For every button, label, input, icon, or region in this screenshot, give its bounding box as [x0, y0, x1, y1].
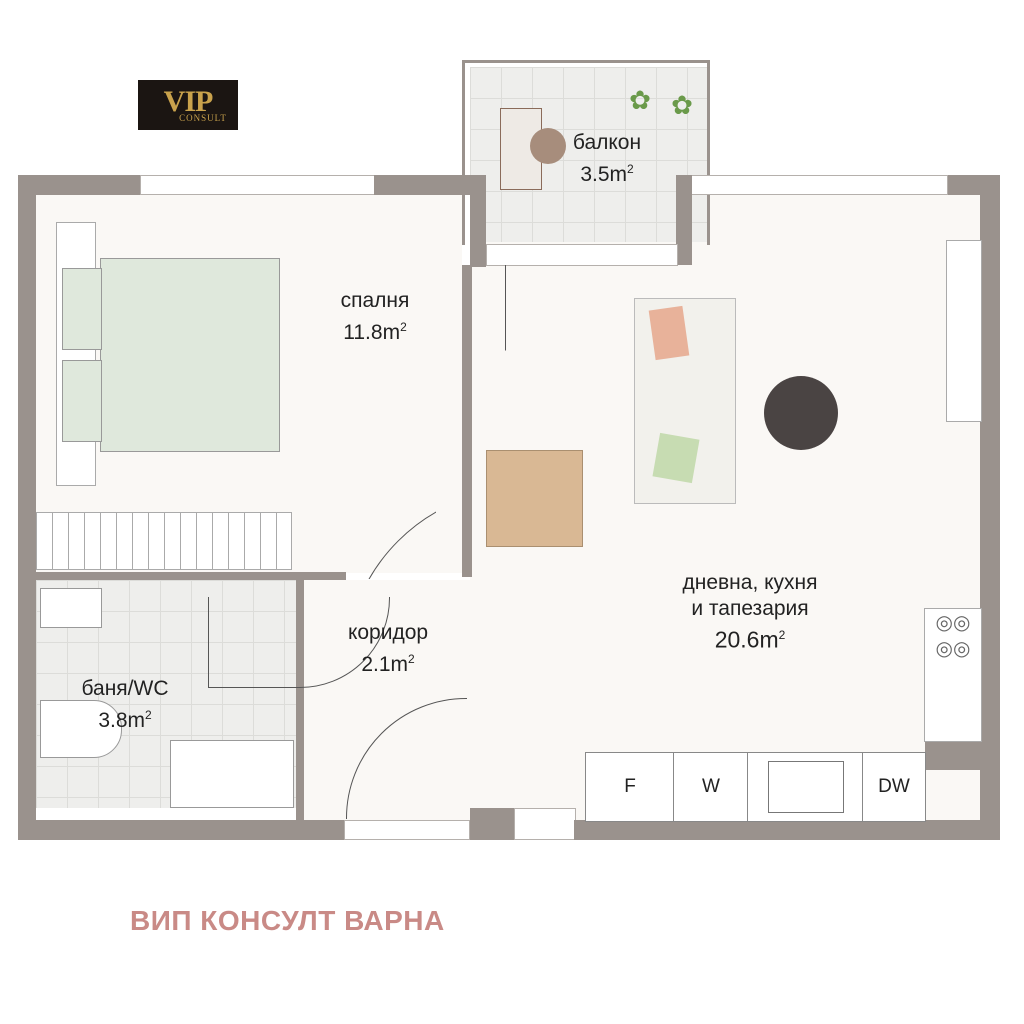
- balcony-table: [530, 128, 566, 164]
- label-bathroom: баня/WC 3.8m2: [70, 676, 180, 734]
- entry-threshold: [344, 820, 470, 840]
- sink: [747, 752, 864, 822]
- living-area: 20.6m: [714, 626, 779, 653]
- washer: W: [673, 752, 749, 822]
- label-bedroom: спалня 11.8m2: [320, 288, 430, 346]
- bed: [100, 258, 280, 452]
- bed-headboard: [56, 222, 96, 486]
- pillow-bottom: [62, 360, 102, 442]
- wall-balcony-right: [676, 175, 692, 265]
- toilet: [40, 700, 122, 758]
- corridor-name: коридор: [347, 621, 429, 644]
- wall-top-left: [18, 175, 140, 195]
- tv-unit: [946, 240, 982, 422]
- kitchen-counter: [924, 608, 982, 742]
- wall-bedroom-right: [462, 265, 472, 577]
- balcony-area: 3.5m: [580, 163, 627, 186]
- wall-bathroom-right: [296, 580, 304, 820]
- coffee-table: [764, 376, 838, 450]
- corridor-area-sup: 2: [408, 652, 415, 666]
- balcony-door-frame: [486, 244, 678, 266]
- bathroom-area-sup: 2: [145, 708, 152, 722]
- balcony-railing: [462, 60, 710, 245]
- balcony-area-sup: 2: [627, 162, 634, 176]
- window-living: [690, 175, 948, 195]
- cooktop: ◎◎◎◎: [935, 612, 971, 660]
- label-living: дневна, кухня и тапезария 20.6m2: [640, 570, 860, 653]
- wall-bottom-right: [574, 820, 1000, 840]
- wall-left: [18, 175, 36, 840]
- logo-main-text: VIP: [163, 85, 214, 118]
- wall-top-mid: [374, 175, 486, 195]
- fridge: F: [585, 752, 675, 822]
- wall-bedroom-bottom: [36, 572, 346, 580]
- logo-sub-text: CONSULT: [179, 113, 227, 123]
- wall-kitchen-right-block: [925, 740, 980, 770]
- wall-balcony-left: [470, 175, 486, 267]
- living-area-sup: 2: [778, 628, 786, 642]
- pillow-top: [62, 268, 102, 350]
- dining-table: [486, 450, 583, 547]
- dishwasher: DW: [862, 752, 926, 822]
- wall-bottom-mid: [470, 808, 514, 840]
- wall-bottom-left: [18, 820, 344, 840]
- cushion-green: [652, 432, 700, 484]
- label-balcony: балкон 3.5m2: [562, 130, 652, 188]
- balcony-door: [505, 265, 591, 351]
- window-bedroom: [140, 175, 376, 195]
- plant-2: ✿: [671, 90, 693, 120]
- company-logo: VIP CONSULT: [138, 80, 238, 130]
- plant-1: ✿: [629, 85, 651, 115]
- bathroom-area: 3.8m: [98, 709, 145, 732]
- bedroom-area-sup: 2: [400, 320, 407, 334]
- sink-icon: [767, 761, 844, 813]
- bedroom-area: 11.8m: [343, 321, 401, 344]
- bathroom-name: баня/WC: [81, 677, 169, 700]
- living-name: дневна, кухня: [682, 571, 818, 594]
- corridor-area: 2.1m: [361, 653, 408, 676]
- wall-right: [980, 175, 1000, 840]
- bedroom-name: спалня: [340, 289, 410, 312]
- vanity: [170, 740, 294, 808]
- bathtub-shelf: [40, 588, 102, 628]
- footer-brand: ВИП КОНСУЛТ ВАРНА: [130, 905, 445, 936]
- cushion-orange: [648, 305, 690, 361]
- window-bottom: [514, 808, 576, 840]
- wardrobe: [36, 512, 292, 570]
- wall-top-right: [946, 175, 1000, 195]
- living-name-2: и тапезария: [691, 597, 809, 620]
- label-corridor: коридор 2.1m2: [328, 620, 448, 678]
- balcony-name: балкон: [572, 131, 642, 154]
